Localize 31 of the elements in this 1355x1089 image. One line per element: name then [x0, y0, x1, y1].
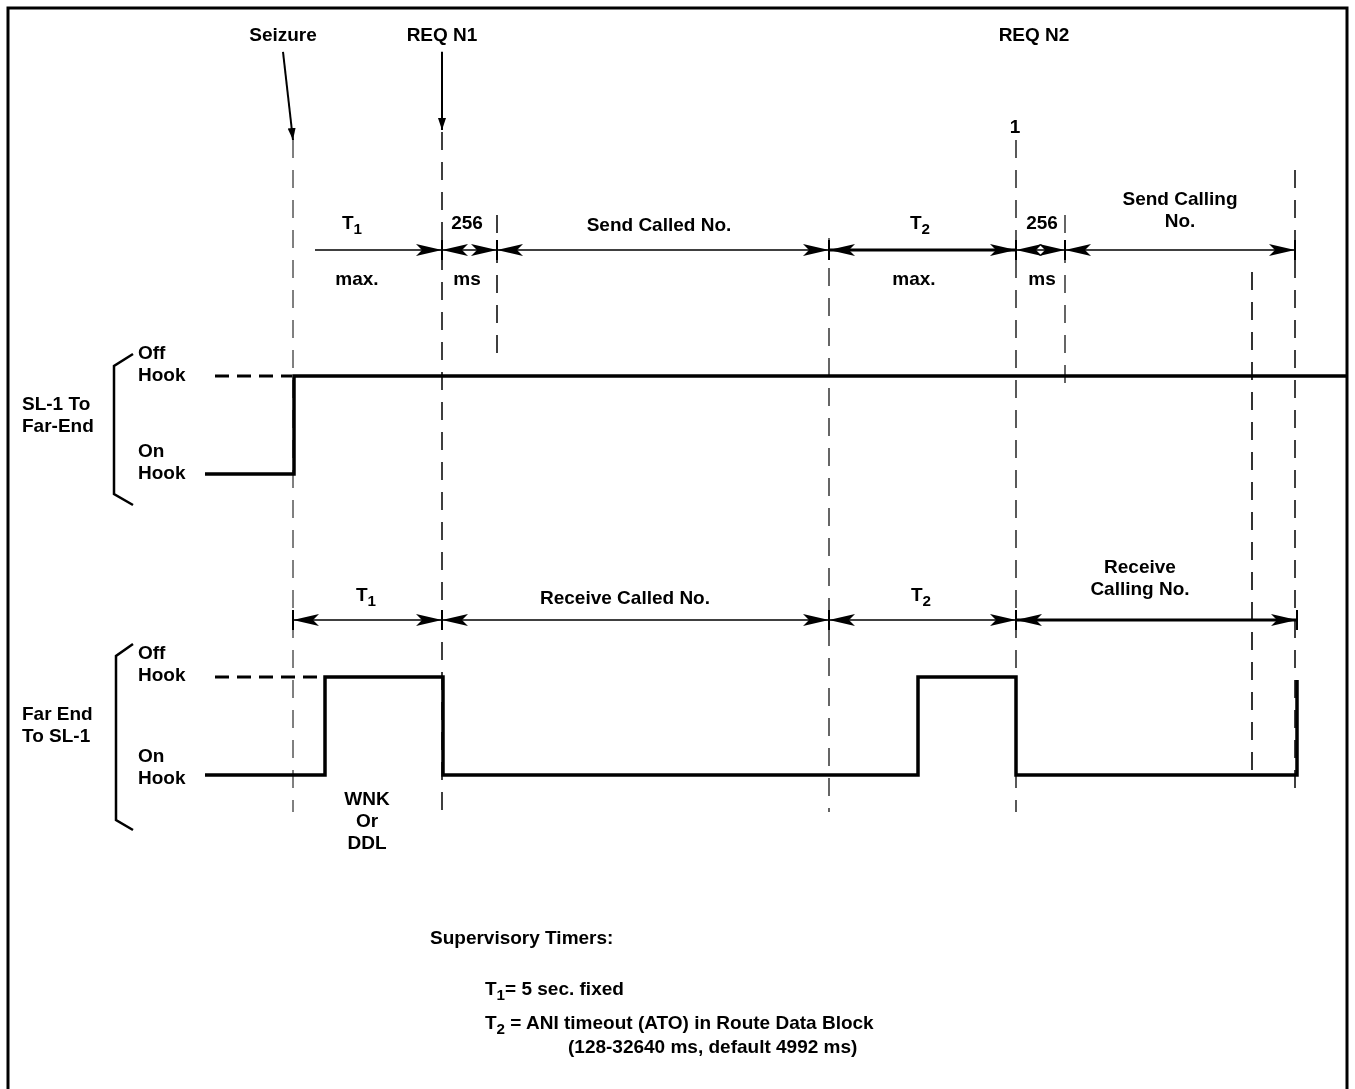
- state-label: Off Hook: [138, 342, 187, 386]
- duration-note: ms: [452, 268, 482, 290]
- state-label: On Hook: [138, 440, 187, 484]
- timer-label: T$_{2}$: [908, 212, 932, 238]
- interval-label: Receive Called No.: [539, 587, 711, 609]
- interval-label: Send Called No.: [585, 214, 733, 236]
- duration-note: max.: [334, 268, 380, 290]
- duration-label: 256: [450, 212, 484, 234]
- interval-label: Receive Calling No.: [1089, 556, 1191, 600]
- signal-label: SL-1 To Far-End: [22, 393, 95, 437]
- state-label: On Hook: [138, 745, 187, 789]
- arrow: [282, 50, 296, 141]
- timer-label: T$_{2}$: [909, 584, 933, 610]
- note: (128-32640 ms, default 4992 ms): [568, 1036, 859, 1058]
- note-heading: Supervisory Timers:: [430, 927, 615, 949]
- timer-label: T$_{1}$: [354, 584, 378, 610]
- timer-label: T$_{1}$: [340, 212, 364, 238]
- note: T$_{2}$ = ANI timeout (ATO) in Route Data Block: [485, 1012, 875, 1038]
- marker-number: 1: [1008, 116, 1022, 138]
- signal-label: Far End To SL-1: [22, 703, 94, 747]
- event-label: Seizure: [248, 24, 318, 46]
- note: T$_{1}$= 5 sec. fixed: [485, 978, 625, 1004]
- arrow: [438, 50, 446, 131]
- duration-note: max.: [891, 268, 937, 290]
- interval-label: Send Calling No.: [1121, 188, 1239, 232]
- duration-label: 256: [1025, 212, 1059, 234]
- state-label: Off Hook: [138, 642, 187, 686]
- event-label: REQ N2: [997, 24, 1071, 46]
- event-label: REQ N1: [405, 24, 479, 46]
- duration-note: ms: [1027, 268, 1057, 290]
- signal-label: WNK Or DDL: [343, 788, 391, 854]
